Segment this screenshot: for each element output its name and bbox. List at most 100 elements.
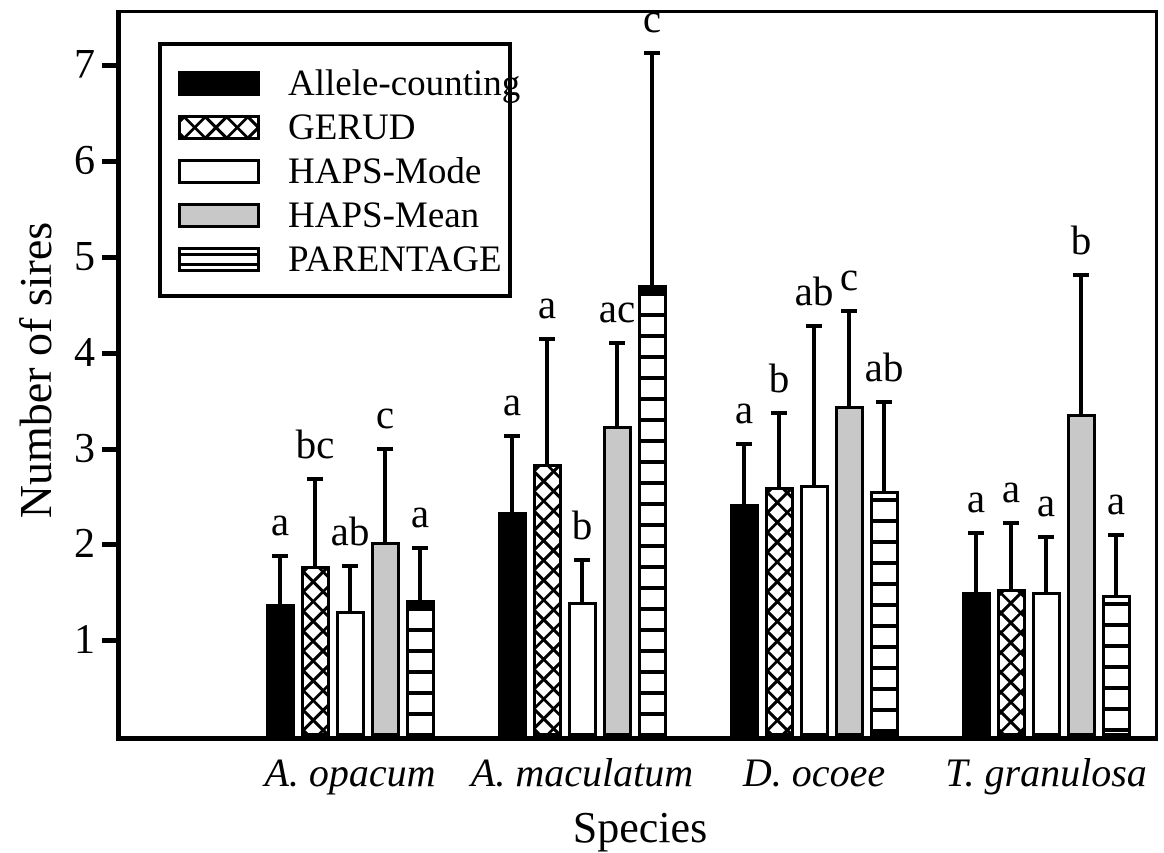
significance-letter: c [839,252,859,299]
error-bar-cap [1003,521,1019,526]
significance-letter: c [375,390,395,437]
error-bar-cap [1073,273,1089,278]
significance-letter: a [537,280,557,327]
x-category-label: A. opacum [264,750,436,795]
y-tick-label: 3 [74,425,95,472]
error-bar-cap [806,324,822,329]
legend-swatch-allele-counting [178,71,260,96]
error-bar-cap [644,51,660,56]
error-bar-cap [609,341,625,346]
legend-swatch-haps-mode [178,159,260,184]
legend-item: HAPS-Mode [178,153,508,190]
error-bar-cap [272,553,288,558]
y-tick [102,63,116,69]
error-bar [418,546,422,602]
bar-haps-mode [568,601,597,736]
bar-haps-mode [336,610,365,736]
bar-parentage [1102,595,1131,736]
y-tick [102,446,116,452]
significance-letter: a [410,490,430,537]
bar-haps-mean [371,542,400,736]
significance-letter: c [642,0,662,42]
error-bar-cap [342,563,358,568]
error-bar-cap [771,411,787,416]
legend-item: HAPS-Mean [178,197,508,234]
legend-item: GERUD [178,109,508,146]
legend-label: PARENTAGE [288,239,502,280]
significance-letter: a [270,497,290,544]
legend-label: HAPS-Mode [288,151,482,192]
error-bar [545,336,549,466]
y-tick-label: 2 [74,521,95,568]
legend-swatch-gerud [178,115,260,140]
error-bar [650,51,654,287]
significance-letter: ab [864,343,904,390]
error-bar-cap [574,557,590,562]
significance-letter: ab [794,268,834,315]
error-bar [882,399,886,493]
y-tick [102,255,116,260]
error-bar [847,308,851,408]
bar-haps-mean [835,405,864,736]
bar-gerud [533,463,562,736]
x-category-label: T. granulosa [945,750,1147,795]
significance-letter: a [734,385,754,432]
error-bar-cap [412,546,428,551]
y-tick-label: 6 [74,138,95,185]
significance-letter: a [966,475,986,521]
error-bar [742,441,746,507]
error-bar [1044,534,1048,595]
bar-haps-mode [800,485,829,736]
legend-label: HAPS-Mean [288,195,480,236]
bar-allele-counting [266,603,295,736]
error-bar [1114,532,1118,598]
legend-label: Allele-counting [288,63,521,104]
bar-allele-counting [498,511,527,736]
x-axis-title: Species [572,803,708,852]
y-tick [102,542,116,548]
y-tick [102,350,116,356]
legend-label: GERUD [288,107,416,148]
error-bar [278,553,282,606]
significance-letter: b [768,355,790,402]
significance-letter: ac [598,285,636,332]
error-bar [974,531,978,595]
y-tick-label: 5 [74,234,95,280]
error-bar-cap [841,308,857,313]
significance-letter: bc [295,421,335,468]
error-bar [313,477,317,569]
error-bar [1009,521,1013,592]
bar-haps-mean [1067,414,1096,736]
error-bar [1079,273,1083,417]
error-bar [383,446,387,545]
y-tick [102,638,116,644]
legend-swatch-haps-mean [178,203,260,228]
bar-parentage [406,599,435,736]
significance-letter: b [1070,217,1092,264]
y-tick-label: 4 [74,329,95,376]
significance-letter: ab [330,507,370,554]
x-category-label: D. ocoee [742,750,886,795]
error-bar-cap [876,399,892,404]
error-bar-cap [539,336,555,341]
error-bar-cap [1108,532,1124,537]
error-bar [510,434,514,514]
error-bar [777,411,781,489]
bar-allele-counting [962,592,991,736]
legend-item: PARENTAGE [178,241,508,278]
error-bar [580,557,584,604]
y-tick-label: 7 [74,42,95,89]
y-tick-label: 1 [74,617,95,664]
error-bar-cap [968,531,984,535]
bar-parentage [870,490,899,736]
error-bar [615,341,619,428]
error-bar-cap [736,441,752,446]
y-tick [102,159,116,165]
bar-parentage [638,284,667,736]
bar-gerud [997,589,1026,736]
bar-haps-mode [1032,592,1061,736]
